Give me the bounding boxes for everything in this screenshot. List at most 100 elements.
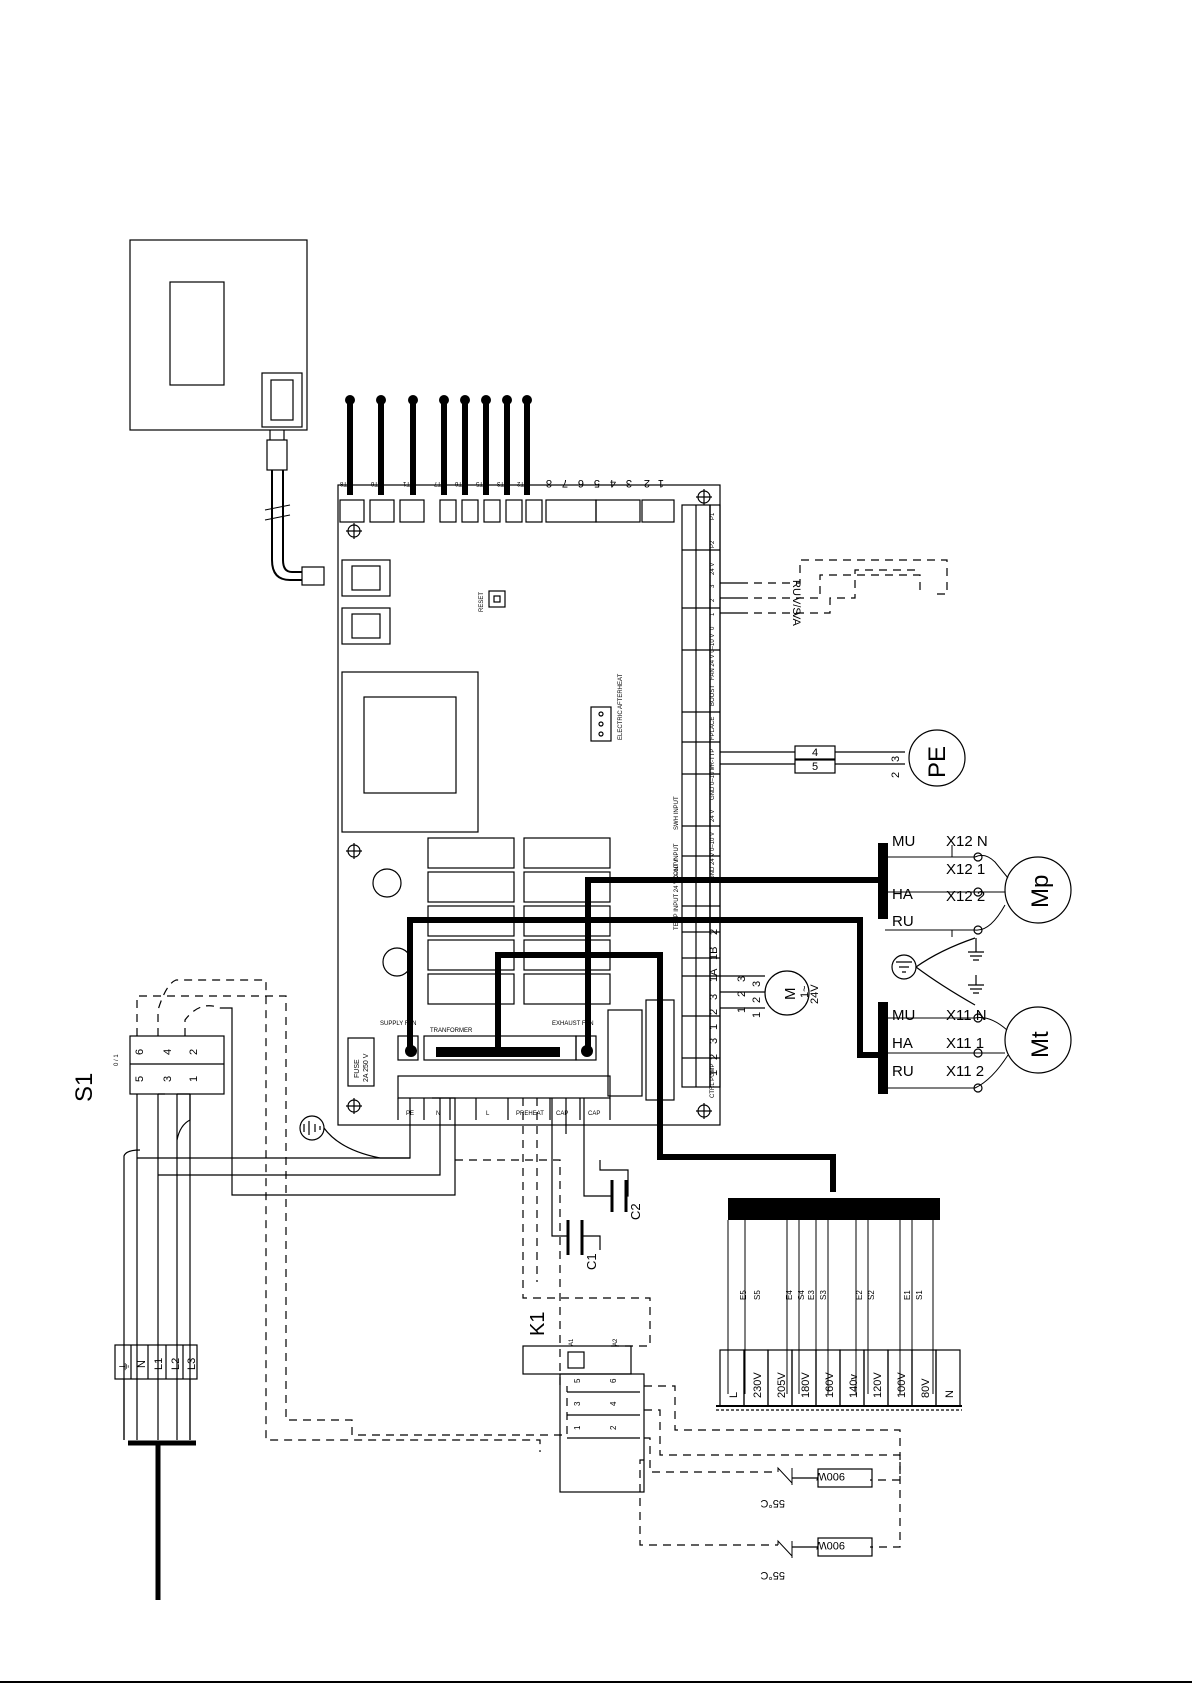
pump-motor-circle — [764, 970, 810, 1016]
rj-socket-2 — [341, 607, 391, 645]
side-header-label: SWH INPUT — [674, 796, 680, 830]
exhaust-fan-label: EXHAUST FAN — [552, 1021, 594, 1027]
speed-wire-label: E1 — [903, 1290, 912, 1300]
mu2-label: MU — [892, 1007, 915, 1024]
side-terminal-labels: P1 P2 24 V 3 2 1 0 SWH INPUT — [674, 512, 716, 830]
speed-label: 180V — [800, 1372, 812, 1398]
side-group-label: 1A — [708, 968, 720, 982]
side-terminal-label: P1 — [710, 512, 716, 520]
speed-wire-label: S4 — [797, 1290, 806, 1300]
s1-terminal: 1 — [188, 1076, 200, 1082]
terminal-number: 7 — [562, 477, 568, 489]
motor-spec2-label: 24V — [809, 984, 821, 1004]
pump-terminal-numbers: 3 2 1 1 2 3 — [736, 976, 763, 1018]
supply-fan-label: SUPPLY FAN — [380, 1021, 416, 1027]
k1-contact-numbers: 5 6 3 4 1 2 — [573, 1378, 618, 1430]
speed-label: N — [944, 1390, 956, 1398]
vs-pot-label: V/S — [790, 597, 802, 615]
text-labels: S1 K1 A1 A2 C1 C2 PE Mp Mt M 1~ 24V RESE… — [71, 477, 1054, 1581]
ru1-label: RU — [892, 913, 914, 930]
a2-label: A2 — [613, 1338, 619, 1346]
side-group-label: 3 — [708, 1038, 720, 1044]
afterheat-label: ELECTRIC AFTERHEAT — [618, 673, 624, 740]
speed-label: L — [728, 1392, 740, 1398]
side-group-label: 1 — [708, 1024, 720, 1030]
motor-m-label: M — [782, 988, 799, 1001]
s1-switch-box — [129, 1035, 225, 1095]
rj-socket-1 — [341, 559, 391, 597]
speed-wire-label: E4 — [785, 1290, 794, 1300]
heavy-bars — [405, 843, 940, 1220]
pump-terminal: 3 — [751, 981, 763, 987]
sensor-label: T6 — [454, 480, 462, 486]
l-terminal-label: L — [486, 1111, 490, 1117]
s1-terminal: 6 — [134, 1049, 146, 1055]
k1-coil-box — [522, 1345, 632, 1375]
speed-label: 230V — [752, 1372, 764, 1398]
heater1-label: 900W — [816, 1470, 845, 1482]
ru2-label: RU — [892, 1063, 914, 1080]
x112-label: X11 2 — [946, 1063, 984, 1080]
terminal-number: 2 — [644, 477, 650, 489]
mp-label: Mp — [1027, 875, 1054, 908]
speed-selector-labels: L 230V 205V 180V 160V 140v 120V 100V 80V… — [728, 1372, 956, 1398]
speed-label: 100V — [896, 1372, 908, 1398]
mains-terminal-label: ⏚ — [118, 1361, 131, 1372]
fuse-label: FUSE — [354, 1059, 361, 1078]
speed-wire-label: S5 — [753, 1290, 762, 1300]
side-group-label: CTRL PUMP — [710, 1064, 716, 1098]
speed-wire-label: E5 — [739, 1290, 748, 1300]
c2-label: C2 — [628, 1203, 643, 1220]
pump-terminal: 1 — [751, 1012, 763, 1018]
side-group-label: GND 0–10 V — [710, 766, 716, 800]
k1-contact: 5 — [573, 1378, 582, 1383]
k1-contact: 3 — [573, 1401, 582, 1406]
side-group-label: 1B — [708, 947, 720, 960]
s1-terminal: 5 — [134, 1076, 146, 1082]
k1-contact: 4 — [609, 1401, 618, 1406]
mu1-label: MU — [892, 833, 915, 850]
va-pot-label: VA — [790, 612, 802, 627]
pump-terminal: 2 — [751, 997, 763, 1003]
ru-pot-label: RU — [790, 580, 802, 596]
terminal-number: 6 — [578, 477, 584, 489]
side-terminal-label: 0 — [710, 626, 716, 630]
cap1-label: CAP — [556, 1111, 568, 1117]
s1-terminal: 2 — [188, 1049, 200, 1055]
sensor-label: T5 — [475, 480, 483, 486]
sensor-label-group: T8 T6 T1 T7 T6 T5 T3 T2 — [339, 480, 524, 486]
terminal-number: 4 — [610, 477, 616, 489]
mains-terminal-label: L2 — [170, 1358, 182, 1370]
side-group-label: 2 — [708, 1009, 720, 1015]
pe-terminal-5: 5 — [812, 761, 818, 773]
sensor-label: T1 — [402, 480, 410, 486]
remote-display — [169, 281, 225, 386]
ha2-label: HA — [892, 1035, 913, 1052]
mains-terminal-label: N — [136, 1360, 148, 1368]
sensor-label: T3 — [496, 480, 504, 486]
a1-label: A1 — [569, 1338, 575, 1346]
side-group-label: FAN 24 V 0–10 V — [710, 634, 716, 680]
pe-terminal-4: 4 — [812, 747, 818, 759]
terminal-number: 5 — [594, 477, 600, 489]
side-group-label: FPLACE — [710, 717, 716, 740]
pump-terminal: 1 — [736, 1007, 748, 1013]
x121-label: X12 1 — [946, 861, 985, 878]
side-terminal-label: 3 — [710, 584, 716, 588]
sensor-label: T2 — [516, 480, 524, 486]
ha1-label: HA — [892, 886, 913, 903]
side-group-label: 3 — [708, 994, 720, 1000]
pump-terminal: 3 — [736, 976, 748, 982]
s1-label: S1 — [71, 1073, 98, 1102]
side-terminal-label: 1 — [710, 612, 716, 616]
reset-button — [488, 590, 506, 608]
cap2-label: CAP — [588, 1111, 600, 1117]
transformer — [341, 671, 479, 833]
side-terminal-label: P2 — [710, 540, 716, 548]
speed-wire-label: S2 — [867, 1290, 876, 1300]
fuse-rating-label: 2A 250 V — [363, 1053, 370, 1082]
pe-motor-circle — [908, 729, 966, 787]
side-group-label: 2 — [708, 929, 720, 935]
s1-terminal: 4 — [162, 1049, 174, 1055]
